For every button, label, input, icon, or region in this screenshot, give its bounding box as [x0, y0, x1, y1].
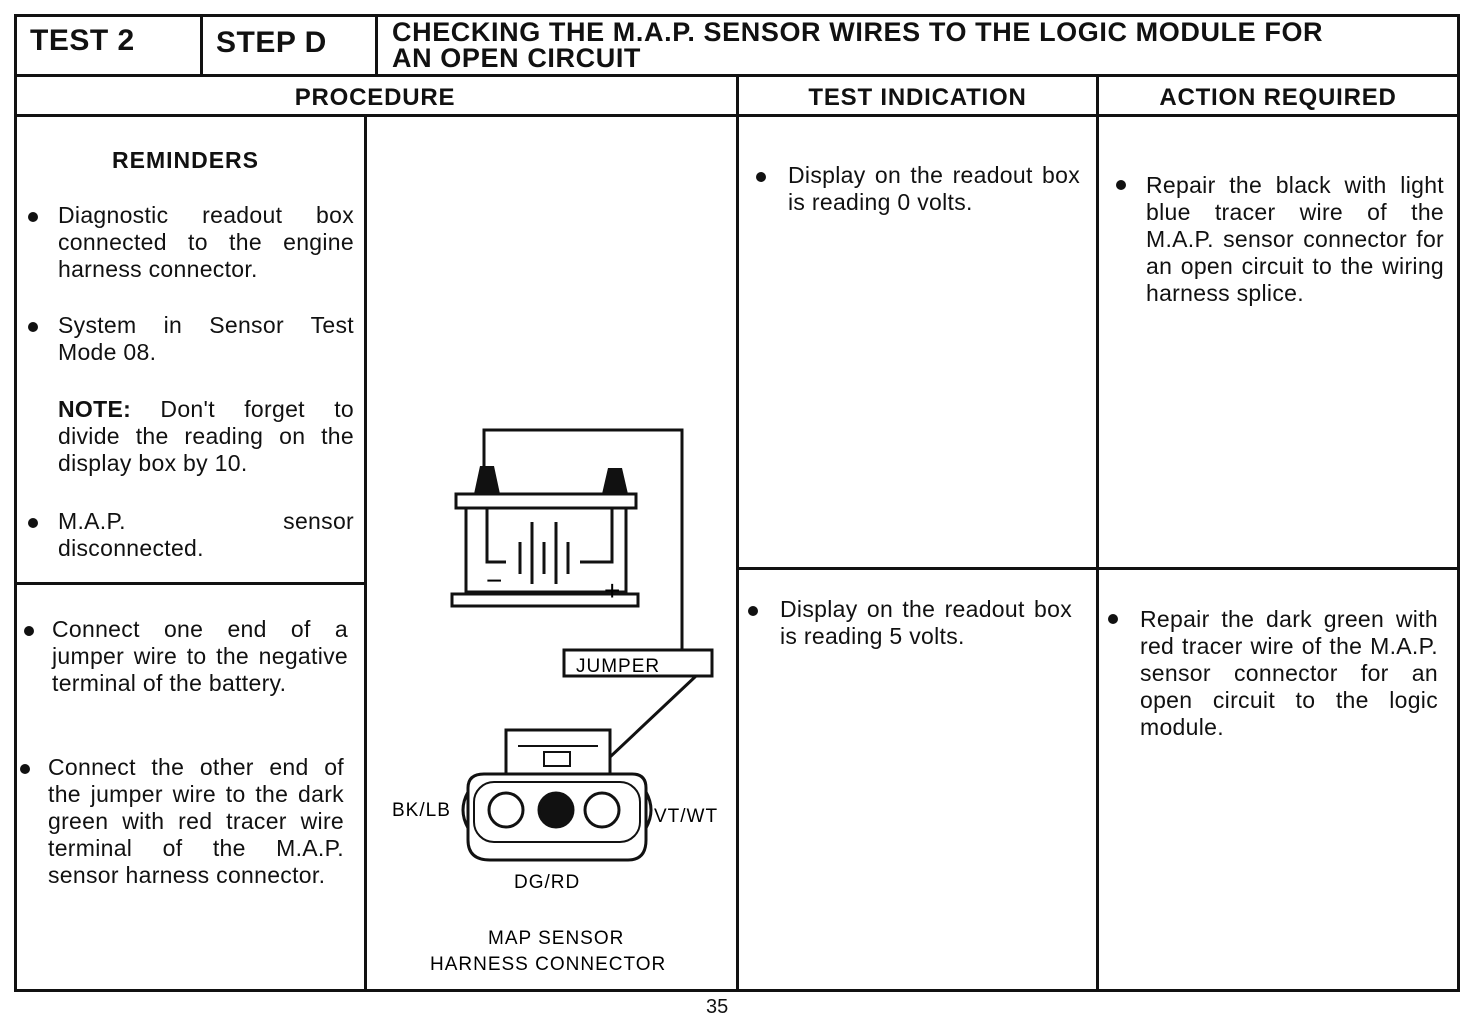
procedure-step: Connect the other end of the jumper wire…: [48, 754, 344, 888]
pin-dg-rd: [537, 791, 575, 829]
battery-base: [450, 592, 640, 608]
right-pin-label: VT/WT: [654, 806, 718, 827]
note-text: Don't forget to divide the reading on th…: [58, 396, 354, 476]
reminder-item: Diagnostic readout box connected to the …: [58, 202, 354, 282]
bullet-dot: [756, 172, 766, 182]
battery-plus-sign: +: [604, 575, 620, 606]
negative-terminal: [474, 466, 500, 494]
page-title-line-1: CHECKING THE M.A.P. SENSOR WIRES TO THE …: [392, 17, 1324, 47]
diagram-caption-line-2: HARNESS CONNECTOR: [430, 954, 666, 974]
jumper-wire: [482, 428, 684, 650]
header-divider-2: [375, 14, 378, 76]
header-bottom-line: [14, 74, 1460, 77]
diagram-caption-line-1: MAP SENSOR: [488, 928, 624, 949]
action-required-text: Repair the dark green with red tracer wi…: [1140, 606, 1438, 740]
positive-terminal: [602, 468, 628, 494]
battery-jumper-diagram: − + JUMPER BK/LB VT/WT DG/RD MAP SENSOR …: [392, 428, 718, 974]
indication-divider: [1096, 76, 1099, 991]
jumper-label: JUMPER: [576, 656, 660, 677]
test-indication-heading: TEST INDICATION: [808, 84, 1027, 111]
pin-bk-lb: [487, 791, 525, 829]
border-top: [14, 14, 1460, 17]
bullet-dot: [1116, 180, 1126, 190]
reminders-heading: REMINDERS: [112, 147, 260, 173]
reminder-note: NOTE: Don't forget to divide the reading…: [58, 396, 354, 477]
bullet-dot: [748, 606, 758, 616]
bullet-dot: [28, 212, 38, 222]
procedure-heading: PROCEDURE: [294, 84, 456, 111]
test-indication-text: Display on the readout box is reading 0 …: [788, 162, 1080, 215]
action-required-heading: ACTION REQUIRED: [1159, 84, 1397, 111]
center-pin-label: DG/RD: [514, 872, 580, 893]
reminder-item: M.A.P. sensor disconnected.: [58, 508, 354, 561]
step-label: STEP D: [216, 26, 327, 59]
bullet-dot: [24, 626, 34, 636]
battery-body: [464, 506, 628, 594]
battery-cells: [485, 508, 614, 584]
bullet-dot: [20, 764, 30, 774]
bullet-dot: [28, 322, 38, 332]
bullet-dot: [28, 518, 38, 528]
test-label: TEST 2: [30, 24, 135, 57]
left-pin-label: BK/LB: [392, 800, 451, 821]
border-left: [14, 14, 17, 992]
procedure-step: Connect one end of a jumper wire to the …: [52, 616, 348, 696]
jumper-label-box: [562, 648, 714, 678]
results-divider: [736, 567, 1460, 570]
reminders-divider: [14, 582, 366, 585]
note-label: NOTE:: [58, 396, 132, 422]
reminder-item: System in Sensor Test Mode 08.: [58, 312, 354, 365]
bullet-dot: [1108, 614, 1118, 624]
test-indication-text: Display on the readout box is reading 5 …: [780, 596, 1072, 649]
battery-minus-sign: −: [486, 565, 502, 596]
battery-lid: [454, 492, 638, 510]
page-title-line-2: AN OPEN CIRCUIT: [392, 43, 642, 73]
action-required-text: Repair the black with light blue tracer …: [1146, 172, 1444, 306]
pin-vt-wt: [583, 791, 621, 829]
header-divider-1: [200, 14, 203, 76]
test-step-sheet: TEST 2 STEP D CHECKING THE M.A.P. SENSOR…: [14, 14, 1460, 994]
procedure-inner-divider: [364, 116, 367, 991]
procedure-divider: [736, 76, 739, 991]
page-number: 35: [706, 996, 729, 1018]
border-right: [1457, 14, 1460, 992]
